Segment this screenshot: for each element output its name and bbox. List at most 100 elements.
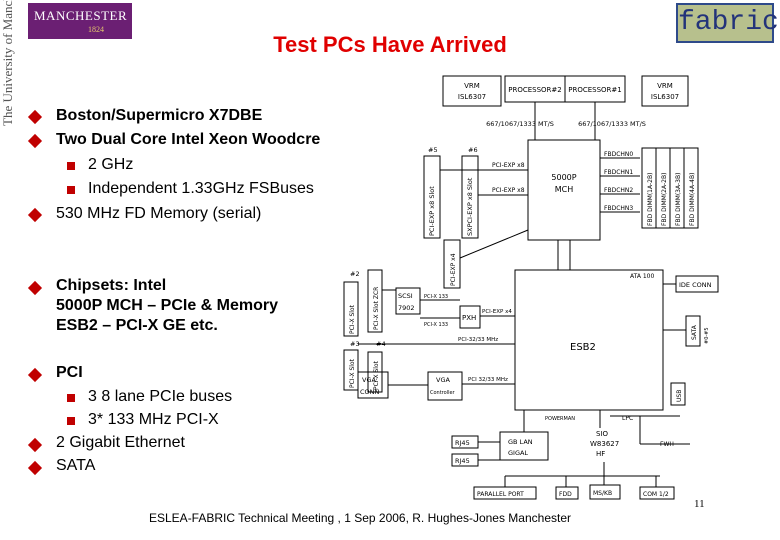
svg-text:VGA: VGA bbox=[362, 376, 376, 384]
svg-text:MS/KB: MS/KB bbox=[593, 490, 612, 497]
svg-text:RJ45: RJ45 bbox=[455, 457, 470, 465]
svg-text:#2: #2 bbox=[350, 270, 360, 278]
svg-text:VRM: VRM bbox=[464, 82, 480, 90]
svg-text:PROCESSOR#2: PROCESSOR#2 bbox=[508, 86, 561, 94]
svg-text:SCSI: SCSI bbox=[398, 292, 413, 300]
svg-text:PCI-EXP x4: PCI-EXP x4 bbox=[482, 309, 512, 315]
svg-text:FBDCHN2: FBDCHN2 bbox=[604, 187, 633, 194]
svg-text:PCI-EXP x8: PCI-EXP x8 bbox=[492, 187, 525, 194]
svg-text:PCI-X Slot: PCI-X Slot bbox=[349, 304, 356, 334]
bullet-memory: 530 MHz FD Memory (serial) bbox=[56, 205, 262, 222]
svg-text:MCH: MCH bbox=[555, 185, 574, 194]
bullet-diamond-icon bbox=[27, 437, 43, 453]
svg-text:CONN: CONN bbox=[360, 388, 380, 396]
svg-text:PROCESSOR#1: PROCESSOR#1 bbox=[568, 86, 621, 94]
sub-bullet-square-icon bbox=[67, 186, 75, 194]
svg-text:GB LAN: GB LAN bbox=[508, 438, 533, 446]
svg-text:USB: USB bbox=[676, 390, 683, 402]
com-port bbox=[639, 486, 675, 500]
svg-text:ATA 100: ATA 100 bbox=[630, 273, 654, 280]
svg-text:PCI-EXP x8 Slot: PCI-EXP x8 Slot bbox=[428, 186, 436, 236]
svg-text:667/1067/1333 MT/S: 667/1067/1333 MT/S bbox=[486, 120, 554, 128]
pcie-slot-6 bbox=[461, 155, 479, 239]
svg-text:PCI-X Slot: PCI-X Slot bbox=[349, 358, 356, 388]
ms-kb-port bbox=[589, 484, 621, 500]
vrm-right-box bbox=[641, 75, 689, 107]
svg-text:#3: #3 bbox=[350, 340, 360, 348]
svg-text:Controller: Controller bbox=[430, 390, 456, 396]
page-number: 11 bbox=[694, 498, 705, 510]
bullet-diamond-icon bbox=[27, 109, 43, 125]
sub-bullet-pcie: 3 8 lane PCIe buses bbox=[88, 388, 233, 405]
svg-text:RJ45: RJ45 bbox=[455, 439, 470, 447]
sub-bullet-clock: 2 GHz bbox=[88, 156, 134, 173]
bullet-cpus: Two Dual Core Intel Xeon Woodcre bbox=[56, 131, 321, 148]
svg-text:FBD DIMM(4A-4B): FBD DIMM(4A-4B) bbox=[689, 173, 696, 226]
svg-text:HF: HF bbox=[596, 450, 605, 458]
vrm-left-box bbox=[442, 75, 502, 107]
bullet-chipsets-esb2: ESB2 – PCI-X GE etc. bbox=[56, 317, 218, 334]
svg-text:PCI-X Slot: PCI-X Slot bbox=[373, 360, 380, 390]
svg-text:FDD: FDD bbox=[559, 491, 572, 498]
bullet-diamond-icon bbox=[27, 207, 43, 223]
svg-text:SATA: SATA bbox=[691, 324, 698, 340]
svg-text:PCI-X 133: PCI-X 133 bbox=[424, 294, 448, 300]
svg-text:VRM: VRM bbox=[657, 82, 673, 90]
svg-text:SXPCI-EXP x8 Slot: SXPCI-EXP x8 Slot bbox=[466, 177, 474, 236]
bullet-pci: PCI bbox=[56, 364, 83, 381]
svg-text:FBDCHN3: FBDCHN3 bbox=[604, 205, 633, 212]
mch-box bbox=[527, 139, 601, 241]
scsi-7902-box bbox=[395, 287, 421, 315]
bullet-board: Boston/Supermicro X7DBE bbox=[56, 107, 263, 124]
svg-text:7902: 7902 bbox=[398, 304, 415, 312]
svg-text:SIO: SIO bbox=[596, 430, 609, 438]
svg-text:PXH: PXH bbox=[462, 314, 476, 322]
svg-text:FBD DIMM(3A-3B): FBD DIMM(3A-3B) bbox=[675, 173, 682, 226]
svg-text:PCI-32/33 MHz: PCI-32/33 MHz bbox=[458, 337, 498, 343]
esb2-box bbox=[514, 269, 664, 411]
manchester-logo: MANCHESTER 1824 bbox=[28, 3, 132, 39]
sub-bullet-pcix: 3* 133 MHz PCI-X bbox=[88, 411, 219, 428]
svg-text:PCI-X Slot ZCR: PCI-X Slot ZCR bbox=[373, 287, 380, 330]
ide-connector bbox=[675, 275, 719, 293]
svg-text:#0-#5: #0-#5 bbox=[704, 327, 710, 344]
svg-text:#5: #5 bbox=[428, 146, 438, 154]
svg-text:POWERMAN: POWERMAN bbox=[545, 416, 575, 422]
svg-text:LPC: LPC bbox=[622, 415, 633, 422]
pcix-slot-3 bbox=[343, 349, 359, 391]
svg-text:FBD DIMM(2A-2B): FBD DIMM(2A-2B) bbox=[661, 173, 668, 226]
sub-bullet-square-icon bbox=[67, 162, 75, 170]
svg-text:PCI-X 133: PCI-X 133 bbox=[424, 322, 448, 328]
pxh-box bbox=[459, 305, 481, 329]
logo-text: MANCHESTER bbox=[34, 8, 128, 23]
svg-text:FBDCHN1: FBDCHN1 bbox=[604, 169, 633, 176]
svg-text:ISL6307: ISL6307 bbox=[458, 93, 486, 101]
logo-year: 1824 bbox=[88, 25, 104, 34]
sata-ports bbox=[685, 315, 701, 347]
fabric-logo: fabric bbox=[676, 3, 779, 43]
sub-bullet-square-icon bbox=[67, 417, 75, 425]
bullet-sata: SATA bbox=[56, 457, 96, 474]
bullet-diamond-icon bbox=[27, 133, 43, 149]
svg-text:FBD DIMM(1A-2B): FBD DIMM(1A-2B) bbox=[647, 173, 654, 226]
sub-bullet-square-icon bbox=[67, 394, 75, 402]
svg-text:PCI 32/33 MHz: PCI 32/33 MHz bbox=[468, 377, 508, 383]
pcie-slot-5 bbox=[423, 155, 441, 239]
bullet-chipsets: Chipsets: Intel bbox=[56, 277, 167, 294]
pcie-x4-slot bbox=[443, 239, 461, 289]
svg-text:FBDCHN0: FBDCHN0 bbox=[604, 151, 633, 158]
motherboard-block-diagram: VRM ISL6307 PROCESSOR#2 PROCESSOR#1 VRM … bbox=[343, 75, 719, 500]
svg-text:PCI-EXP x8: PCI-EXP x8 bbox=[492, 162, 525, 169]
pcix-slot-zcr bbox=[367, 269, 383, 333]
svg-text:PARALLEL PORT: PARALLEL PORT bbox=[477, 491, 524, 498]
svg-text:ESB2: ESB2 bbox=[570, 342, 596, 353]
svg-text:#6: #6 bbox=[468, 146, 478, 154]
usb-port bbox=[670, 382, 686, 406]
slide-footer: ESLEA-FABRIC Technical Meeting , 1 Sep 2… bbox=[149, 511, 571, 525]
dimm-4 bbox=[683, 147, 699, 229]
bullet-diamond-icon bbox=[27, 280, 43, 296]
svg-text:W83627: W83627 bbox=[590, 440, 619, 448]
bullet-diamond-icon bbox=[27, 367, 43, 383]
sub-bullet-fsb: Independent 1.33GHz FSBuses bbox=[88, 180, 314, 197]
svg-text:GIGAL: GIGAL bbox=[508, 449, 528, 457]
